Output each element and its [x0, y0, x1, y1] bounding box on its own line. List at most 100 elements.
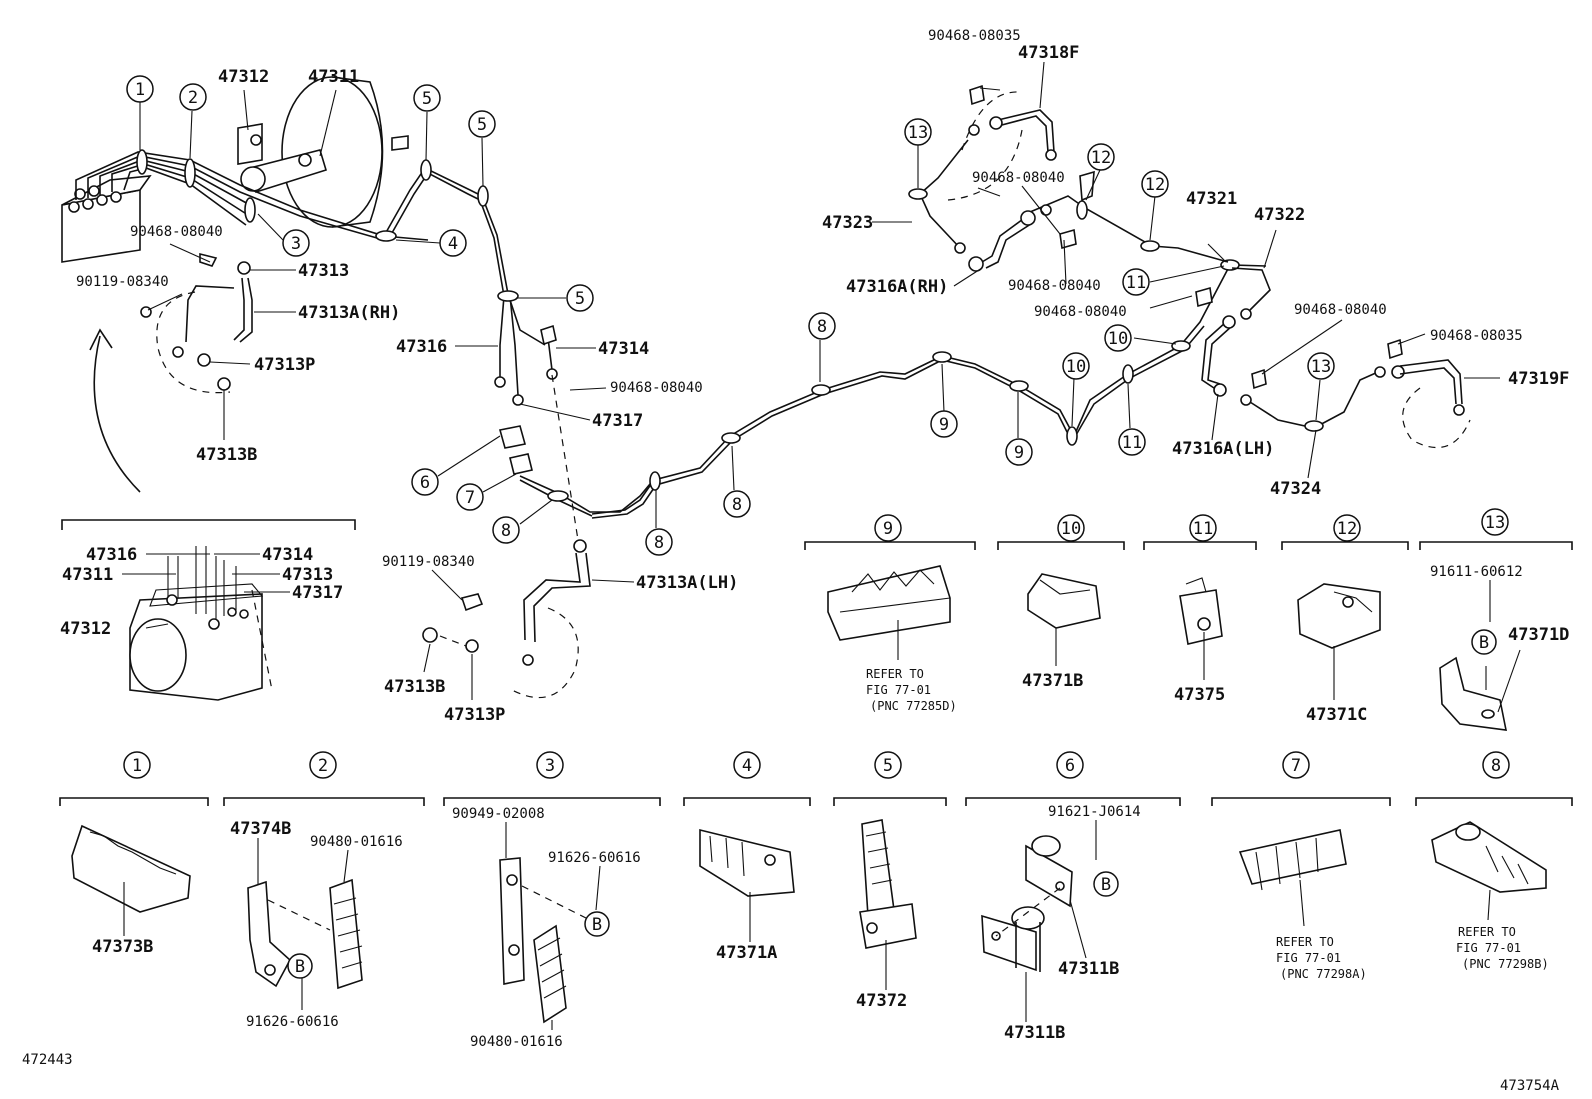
- callout-number: 8: [654, 533, 664, 553]
- refer-note-line: REFER TO: [866, 667, 924, 681]
- callout-number: 3: [291, 234, 301, 254]
- part-number: 90119-08340: [76, 274, 169, 290]
- clamp-10-group: [997, 541, 1125, 629]
- clamp-2-group: [223, 797, 425, 990]
- b-marker: B: [1479, 633, 1489, 653]
- part-number: 47314: [262, 545, 313, 565]
- part-number: 47371A: [716, 943, 777, 963]
- abs-detail-inset: [61, 519, 356, 701]
- part-number: 47374B: [230, 819, 291, 839]
- group-heading-number: 4: [742, 756, 752, 776]
- part-number: 47316: [86, 545, 137, 565]
- clamp-9-group: [804, 541, 976, 641]
- part-number: 47371C: [1306, 705, 1367, 725]
- part-number-labels: 47312 47311 90468-08040 90119-08340 4731…: [60, 28, 1569, 1050]
- part-number: 47317: [592, 411, 643, 431]
- part-number: 47312: [60, 619, 111, 639]
- group-heading-number: 9: [883, 519, 893, 539]
- part-number: 47316: [396, 337, 447, 357]
- rear-lh-hose: [1201, 267, 1471, 449]
- b-marker-letters: B B B B: [295, 633, 1489, 977]
- part-number: 90468-08040: [972, 170, 1065, 186]
- callout-number: 7: [465, 488, 475, 508]
- callout-number: 5: [477, 115, 487, 135]
- part-number: 47313A(RH): [298, 303, 400, 323]
- part-number: 47321: [1186, 189, 1237, 209]
- refer-note-line: FIG 77-01: [1276, 951, 1341, 965]
- part-number: 47311B: [1004, 1023, 1065, 1043]
- clamp-8-group: [1415, 797, 1573, 893]
- clamp-11-group: [1143, 541, 1257, 645]
- part-number: 47313B: [384, 677, 445, 697]
- part-number: 47316A(RH): [846, 277, 948, 297]
- callout-number: 10: [1066, 357, 1086, 377]
- refer-note-line: (PNC 77285D): [870, 699, 957, 713]
- part-number: 90468-08040: [1034, 304, 1127, 320]
- callout-number: 5: [422, 89, 432, 109]
- clamp-1-group: [59, 797, 209, 913]
- master-cylinder-assembly: [61, 76, 409, 263]
- callout-number: 6: [420, 473, 430, 493]
- part-number: 47313P: [254, 355, 315, 375]
- view-arrow: [89, 328, 141, 493]
- refer-note-line: (PNC 77298A): [1280, 967, 1367, 981]
- part-number: 90480-01616: [310, 834, 403, 850]
- part-number: 47371B: [1022, 671, 1083, 691]
- part-number: 47319F: [1508, 369, 1569, 389]
- refer-note-line: (PNC 77298B): [1462, 957, 1549, 971]
- part-number: 90949-02008: [452, 806, 545, 822]
- part-number: 91611-60612: [1430, 564, 1523, 580]
- callout-number: 8: [501, 521, 511, 541]
- group-heading-number: 8: [1491, 756, 1501, 776]
- b-marker-circles: [287, 629, 1497, 979]
- callout-number: 12: [1091, 148, 1111, 168]
- rear-rh-hose: [908, 84, 1229, 308]
- b-marker: B: [592, 915, 602, 935]
- group-heading-number: 2: [318, 756, 328, 776]
- part-number: 47316A(LH): [1172, 439, 1274, 459]
- part-number: 47313P: [444, 705, 505, 725]
- part-number: 47322: [1254, 205, 1305, 225]
- part-number: 47311: [308, 67, 359, 87]
- clamp-7-group: [1211, 797, 1391, 891]
- callout-number: 8: [732, 495, 742, 515]
- main-rear-brake-line: [591, 259, 1267, 519]
- part-number: 90468-08040: [130, 224, 223, 240]
- callout-circles: [123, 75, 1510, 779]
- part-number: 47318F: [1018, 43, 1079, 63]
- group-heading-number: 7: [1291, 756, 1301, 776]
- callout-numbers: 1 2 3 4 5 5 5 6 7 8 8 8 8 9 9 10 10 11 1…: [132, 80, 1505, 776]
- part-number: 47313B: [196, 445, 257, 465]
- group-heading-number: 10: [1061, 519, 1081, 539]
- clamp-3-group: [443, 797, 661, 1024]
- callout-number: 11: [1122, 433, 1142, 453]
- part-number: 47313: [298, 261, 349, 281]
- refer-notes: REFER TO FIG 77-01 (PNC 77285D) REFER TO…: [866, 667, 1549, 981]
- callout-number: 12: [1145, 175, 1165, 195]
- front-rh-hose: [140, 252, 253, 394]
- callout-number: 13: [908, 123, 928, 143]
- part-number: 47324: [1270, 479, 1321, 499]
- leader-lines: [122, 61, 1521, 1030]
- illustration-number-left: 472443: [22, 1052, 73, 1068]
- callout-number: 13: [1311, 357, 1331, 377]
- part-number: 90468-08035: [1430, 328, 1523, 344]
- part-number: 90119-08340: [382, 554, 475, 570]
- part-number: 47317: [292, 583, 343, 603]
- callout-number: 1: [135, 80, 145, 100]
- refer-note-line: FIG 77-01: [866, 683, 931, 697]
- part-number: 91626-60616: [246, 1014, 339, 1030]
- refer-note-line: REFER TO: [1458, 925, 1516, 939]
- clamp-6-group: [965, 797, 1181, 972]
- clamp-4-group: [683, 797, 811, 897]
- part-number: 90468-08035: [928, 28, 1021, 44]
- group-heading-number: 12: [1337, 519, 1357, 539]
- part-number: 90468-08040: [1008, 278, 1101, 294]
- group-heading-number: 11: [1193, 519, 1213, 539]
- front-brake-tubes: [75, 149, 558, 406]
- illustration-number-right: 473754A: [1500, 1078, 1560, 1094]
- b-marker: B: [1101, 875, 1111, 895]
- clips-6-7: [498, 425, 656, 517]
- clamp-5-group: [833, 797, 947, 949]
